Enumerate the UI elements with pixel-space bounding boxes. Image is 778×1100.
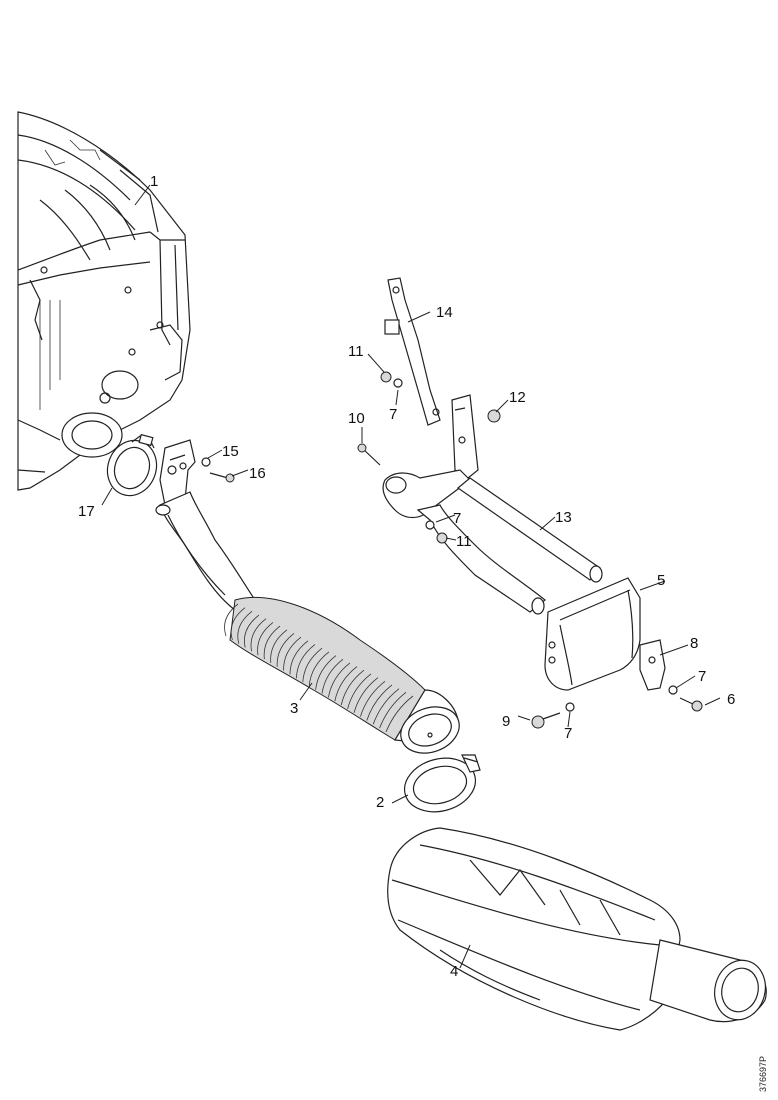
clamp-ring-17 xyxy=(106,433,158,497)
hanger-bracket xyxy=(382,394,479,519)
front-pipe xyxy=(155,439,256,611)
engine-transmission-block xyxy=(17,111,191,491)
tail-pipe-13 xyxy=(416,477,603,615)
callout-7-upper: 7 xyxy=(389,406,397,423)
callout-16: 16 xyxy=(249,465,266,482)
callout-17: 17 xyxy=(78,503,95,520)
callout-6: 6 xyxy=(727,691,735,708)
bracket-8 xyxy=(639,639,666,691)
callout-7-right: 7 xyxy=(698,668,706,685)
flex-pipe-3 xyxy=(224,596,460,754)
callout-5: 5 xyxy=(657,572,665,589)
clamp-2 xyxy=(403,754,481,813)
bracket-14 xyxy=(384,277,441,426)
callout-2: 2 xyxy=(376,794,384,811)
callout-11-middle: 11 xyxy=(456,533,472,550)
callout-9: 9 xyxy=(502,713,510,730)
callout-4: 4 xyxy=(450,963,458,980)
callout-1: 1 xyxy=(150,173,158,190)
callout-labels: 1 2 3 4 5 6 7 7 7 7 8 9 10 11 11 12 13 1… xyxy=(78,173,735,980)
fasteners xyxy=(201,371,703,729)
callout-13: 13 xyxy=(555,509,572,526)
callout-10: 10 xyxy=(348,410,365,427)
callout-14: 14 xyxy=(436,304,453,321)
tail-box-5 xyxy=(544,577,641,691)
callout-8: 8 xyxy=(690,635,698,652)
callout-15: 15 xyxy=(222,443,239,460)
callout-12: 12 xyxy=(509,389,526,406)
callout-11-upper: 11 xyxy=(348,343,364,360)
leader-lines xyxy=(101,184,721,969)
callout-7-middle: 7 xyxy=(453,510,461,527)
diagram-code: 376697P xyxy=(758,1056,768,1092)
callout-7-lower: 7 xyxy=(564,725,572,742)
callout-3: 3 xyxy=(290,700,298,717)
muffler-4 xyxy=(387,827,767,1031)
